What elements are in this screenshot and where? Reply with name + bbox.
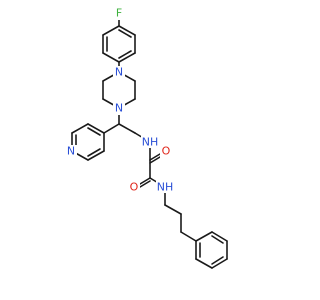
amide-nh-1-label: NH — [142, 136, 159, 149]
fluorine-atom-label: F — [116, 7, 122, 20]
piperazine-nitrogen-bottom-label: N — [115, 102, 123, 115]
propyl-chain — [164, 186, 197, 242]
bond-ch-ch2 — [118, 123, 136, 134]
molecule-structure: F N N N NH O O NH — [65, 7, 228, 269]
piperazine-nitrogen-top-label: N — [115, 66, 123, 79]
amide-oxygen-2-label: O — [130, 181, 139, 194]
amide-oxygen-1-label: O — [162, 145, 171, 158]
fluorophenyl-ring — [102, 25, 136, 63]
pyridine-nitrogen-label: N — [67, 145, 75, 158]
phenyl-ring — [195, 231, 228, 269]
bond-ch-pyridine — [103, 123, 120, 134]
molecule-canvas: F N N N NH O O NH — [65, 6, 228, 269]
amide-nh-2-label: NH — [157, 181, 174, 194]
